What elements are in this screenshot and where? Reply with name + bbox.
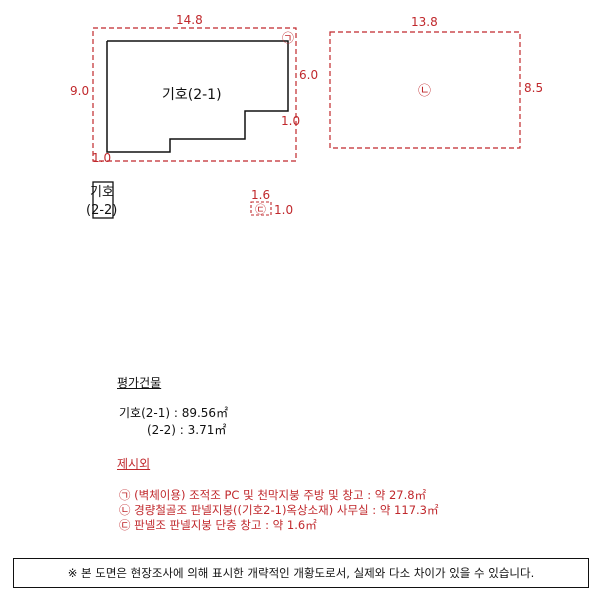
marker-a: ㉠	[282, 31, 294, 45]
disclaimer-notice: ※ 본 도면은 현장조사에 의해 표시한 개략적인 개황도로서, 실제와 다소 …	[13, 558, 589, 588]
evaluated-buildings-title: 평가건물	[117, 376, 162, 390]
excluded-item-a: ㉠ (벽체이용) 조적조 PC 및 천막지붕 주방 및 창고 : 약 27.8㎡	[119, 488, 427, 502]
evaluated-building-2-2: (2-2) : 3.71㎡	[147, 423, 227, 437]
building-label-2-1: 기호(2-1)	[162, 87, 222, 103]
excluded-item-b: ㉡ 경량철골조 판넬지붕((기호2-1)옥상소재) 사무실 : 약 117.3㎡	[119, 503, 439, 517]
building-outline-2-2	[92, 181, 114, 219]
excluded-item-c: ㉢ 판넬조 판넬지붕 단층 창고 : 약 1.6㎡	[119, 518, 317, 532]
dim-tiny-right: 1.0	[274, 203, 293, 217]
dim-main-top: 14.8	[176, 13, 203, 27]
building-label-2-2-line1: 기호	[90, 185, 114, 200]
dim-main-step: 1.0	[281, 114, 300, 128]
building-outline-2-1	[106, 40, 289, 153]
building-label-2-2-line2: (2-2)	[86, 203, 117, 218]
extension-outline-b	[329, 31, 521, 149]
dim-main-bottom-left: 1.0	[92, 151, 111, 165]
evaluated-building-2-1: 기호(2-1) : 89.56㎡	[119, 406, 229, 420]
dim-tiny-top: 1.6	[251, 188, 270, 202]
dim-right-right: 8.5	[524, 81, 543, 95]
disclaimer-text: ※ 본 도면은 현장조사에 의해 표시한 개략적인 개황도로서, 실제와 다소 …	[67, 566, 535, 580]
marker-c: ㉢	[255, 203, 266, 216]
excluded-items-title: 제시외	[117, 457, 151, 471]
marker-b: ㉡	[418, 84, 431, 99]
dim-right-top: 13.8	[411, 15, 438, 29]
dim-main-left: 9.0	[70, 84, 89, 98]
extension-outline-c	[250, 201, 272, 216]
dim-main-right: 6.0	[299, 68, 318, 82]
